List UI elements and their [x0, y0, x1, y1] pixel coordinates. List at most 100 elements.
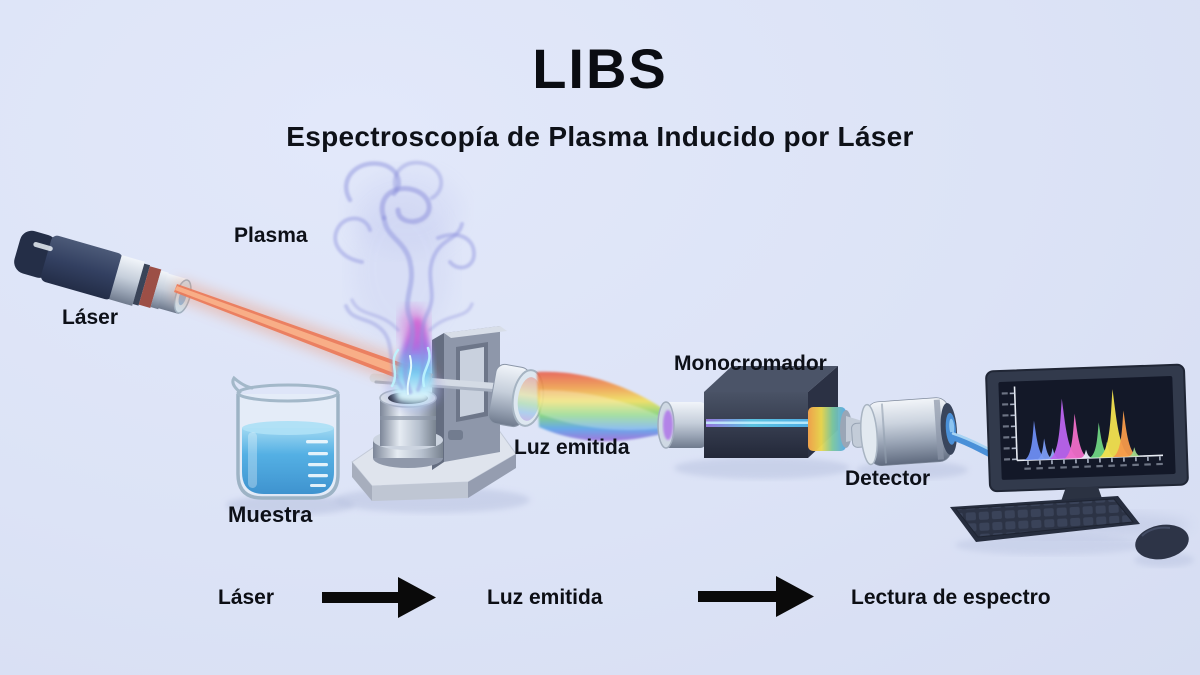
- mouse-highlight: [1141, 526, 1171, 537]
- plasma-arcs: [390, 346, 431, 395]
- chart-tick: [1087, 458, 1089, 463]
- laser-pointer: [14, 230, 192, 315]
- chart-tick: [1009, 392, 1015, 395]
- chart-tick: [1004, 458, 1011, 461]
- chart-tick: [1011, 436, 1017, 439]
- spectrum-peak: [1024, 420, 1047, 461]
- emitted-light-beam: [537, 371, 676, 442]
- flow-step-spectrum-reading: Lectura de espectro: [851, 586, 1051, 609]
- beaker-spout: [231, 375, 254, 394]
- detector-left-face: [860, 403, 879, 466]
- keyboard: [950, 496, 1140, 542]
- mono-entrance: [664, 402, 706, 448]
- label-monochromator: Monocromador: [674, 352, 827, 375]
- label-emitted-light: Luz emitida: [514, 436, 630, 459]
- flow-arrows: [322, 576, 814, 618]
- chart-ticks: [1001, 392, 1163, 470]
- platform-front: [372, 482, 468, 501]
- beaker-liquid-surface: [242, 421, 334, 435]
- laser-beam: [172, 278, 434, 396]
- chart-tick: [1024, 467, 1031, 470]
- spectrum-peak: [1046, 447, 1060, 460]
- platform-left: [352, 462, 372, 501]
- chart-tick: [1159, 456, 1161, 461]
- chart-tick: [1108, 464, 1115, 467]
- mono-entrance-glow: [663, 410, 673, 440]
- laser-ring-silver: [150, 270, 169, 310]
- chart-tick: [1135, 457, 1137, 462]
- chart-tick: [1027, 461, 1029, 466]
- chart-tick: [1012, 458, 1018, 461]
- laser-ring-dark: [132, 263, 151, 306]
- chart-tick: [1003, 447, 1010, 450]
- detector-body: [851, 397, 958, 467]
- label-detector: Detector: [845, 467, 931, 490]
- chart-tick: [1084, 465, 1091, 468]
- chart-tick: [1002, 403, 1009, 406]
- chart-tick: [1001, 392, 1008, 395]
- chart-tick: [1063, 459, 1065, 464]
- page-subtitle: Espectroscopía de Plasma Inducido por Lá…: [286, 121, 914, 152]
- spectrum-peak: [1036, 438, 1054, 460]
- lens-face-rainbow: [517, 377, 541, 421]
- chart-tick: [1132, 463, 1139, 467]
- laser-band: [109, 255, 145, 306]
- mono-exit-cylinder: [808, 407, 846, 451]
- chart-tick: [1010, 425, 1016, 428]
- beaker-highlight: [248, 432, 257, 488]
- sample-beaker: [231, 375, 340, 500]
- beaker-liquid: [242, 428, 334, 494]
- spectrum-chart: [1001, 386, 1164, 470]
- spectrum-peaks: [1024, 389, 1141, 461]
- chart-tick: [1096, 464, 1103, 468]
- chart-tick: [1060, 466, 1067, 469]
- platform-knob: [448, 430, 463, 440]
- spectrum-peak: [1128, 447, 1141, 457]
- spectrum-peak: [1079, 449, 1093, 459]
- spectrum-peak: [1063, 413, 1089, 459]
- mouse: [1135, 524, 1189, 560]
- chart-tick: [1099, 458, 1101, 463]
- beaker-rim: [236, 383, 340, 403]
- spectrum-peak: [1089, 422, 1111, 458]
- chart-tick: [1003, 436, 1010, 439]
- plasma-smoke: [333, 160, 477, 414]
- chart-tick: [1120, 464, 1127, 467]
- flow-step-emitted-light: Luz emitida: [487, 586, 603, 609]
- label-laser: Láser: [62, 306, 119, 329]
- spectrum-peak: [1049, 398, 1079, 460]
- chart-tick: [1036, 467, 1043, 470]
- spectrum-peak: [1112, 410, 1138, 458]
- chart-tick: [1072, 465, 1079, 469]
- flow-arrow-1: [322, 577, 436, 618]
- chart-tick: [1010, 403, 1016, 406]
- laser-beam-core: [175, 286, 431, 386]
- flow-step-laser: Láser: [218, 586, 275, 609]
- chart-tick: [1075, 459, 1077, 464]
- chart-tick: [1039, 460, 1041, 465]
- mono-internal-beam-core: [706, 421, 808, 424]
- laser-highlight: [33, 241, 53, 252]
- computer: [950, 363, 1189, 560]
- chart-tick: [1002, 414, 1009, 417]
- laser-ring-red: [138, 266, 162, 308]
- beaker-graduations: [306, 440, 328, 487]
- page-title: LIBS: [532, 37, 668, 100]
- bracket-top: [444, 326, 507, 338]
- chart-tick: [1010, 414, 1016, 417]
- holder-groove: [380, 416, 436, 420]
- label-plasma: Plasma: [234, 224, 308, 247]
- flow-arrow-2: [698, 576, 814, 617]
- mono-box-top: [704, 366, 838, 392]
- monitor: [985, 363, 1189, 493]
- chart-tick: [1111, 458, 1113, 463]
- spectrum-peak: [1098, 389, 1131, 458]
- label-sample: Muestra: [228, 502, 313, 527]
- chart-tick: [1048, 466, 1055, 470]
- platform-right: [468, 454, 516, 498]
- chart-tick: [1147, 456, 1149, 461]
- chart-tick: [1051, 460, 1053, 465]
- monochromator-body: [657, 366, 886, 458]
